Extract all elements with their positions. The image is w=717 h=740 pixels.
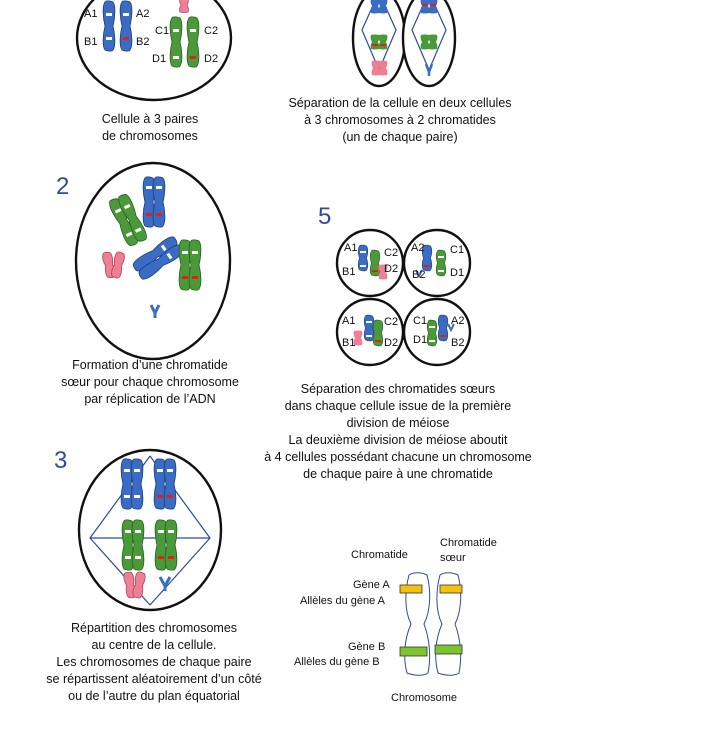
step3-blue-pair-left — [120, 458, 144, 510]
step5-cell2-label-c1: C1 — [450, 244, 464, 256]
legend-label-alleles-a: Allèles du gène A — [300, 595, 386, 607]
step3-green-pair-right — [154, 519, 178, 571]
legend-gene-a-allele-left — [399, 584, 423, 594]
chromosome-a2-blue — [119, 0, 133, 52]
step5-cell4-label-d1: D1 — [413, 334, 427, 346]
allele-label-d1: D1 — [152, 53, 166, 65]
legend-gene-a-allele-right — [439, 584, 463, 594]
legend-label-gene-a: Gène A — [353, 579, 390, 591]
step5-cell-2: A2 B2 C1 D1 — [402, 228, 472, 298]
step5-caption: Séparation des chromatides sœurs dans ch… — [264, 382, 532, 481]
legend-label-chromatide-soeur-line2: sœur — [440, 552, 466, 564]
step5-cell1-label-d2: D2 — [384, 263, 398, 275]
step5-cell4-label-c1: C1 — [413, 315, 427, 327]
step3-number: 3 — [54, 447, 68, 474]
step5-cell2-label-d1: D1 — [450, 267, 464, 279]
step2-caption: Formation d’une chromatide sœur pour cha… — [61, 358, 239, 406]
legend-label-alleles-b: Allèles du gène B — [294, 656, 380, 668]
step3-blue-pair-right — [153, 458, 177, 510]
step2-cell — [74, 161, 232, 361]
allele-label-b1: B1 — [84, 36, 97, 48]
legend-chromosome: Chromatide Chromatide sœur Gène A Allèle… — [294, 537, 497, 704]
step5-number: 5 — [318, 203, 332, 230]
step5-cell3-label-a1: A1 — [342, 315, 355, 327]
step5-cell1-label-a1: A1 — [344, 242, 357, 254]
step1-cell: A1 B1 A2 B2 C1 D1 C2 D2 — [75, 0, 233, 102]
legend-gene-b-allele-left — [399, 646, 428, 657]
allele-label-d2: D2 — [204, 53, 218, 65]
step5-cell2-label-a2: A2 — [411, 242, 424, 254]
chromosome-c1-green — [169, 16, 183, 68]
allele-label-b2: B2 — [136, 36, 149, 48]
step5-cell1-label-c2: C2 — [384, 247, 398, 259]
step5-cell-3: A1 B1 C2 D2 — [335, 297, 405, 367]
step5-cell4-label-a2: A2 — [451, 315, 464, 327]
step5-cell-1: A1 B1 C2 D2 — [335, 228, 405, 298]
step2-green-tilted — [106, 192, 150, 248]
step3-caption: Répartition des chromosomes au centre de… — [46, 621, 262, 703]
legend-label-chromatide: Chromatide — [351, 549, 408, 561]
step2-blue-tilted — [130, 234, 186, 282]
step5-cell4-label-b2: B2 — [451, 337, 464, 349]
legend-gene-b-allele-right — [434, 644, 463, 655]
step4-caption: Séparation de la cellule en deux cellule… — [288, 96, 512, 144]
allele-label-a1: A1 — [84, 8, 97, 20]
chromosome-pink-small — [179, 0, 189, 13]
allele-label-a2: A2 — [136, 8, 149, 20]
step5-cells: A1 B1 C2 D2 A2 B2 C1 D1 A1 B1 — [335, 228, 472, 367]
step5-cell-4: C1 D1 A2 B2 — [402, 297, 472, 367]
allele-label-c1: C1 — [155, 25, 169, 37]
step5-cell3-label-d2: D2 — [384, 337, 398, 349]
allele-label-c2: C2 — [204, 25, 218, 37]
step2-green-pair-right — [178, 239, 202, 291]
step5-cell2-label-b2: B2 — [412, 269, 425, 281]
legend-label-gene-b: Gène B — [348, 641, 385, 653]
chromosome-a1-blue — [102, 0, 116, 52]
step5-cell3-label-c2: C2 — [384, 316, 398, 328]
step1-caption: Cellule à 3 paires de chromosomes — [101, 112, 199, 143]
step4-cells — [351, 0, 457, 88]
step5-cell1-label-b1: B1 — [342, 266, 355, 278]
step3-cell — [77, 448, 223, 612]
step2-small-blue — [149, 304, 161, 318]
step3-green-pair-left — [121, 519, 145, 571]
step3-small-blue — [158, 576, 172, 591]
step2-number: 2 — [56, 173, 70, 200]
step5-cell3-label-b1: B1 — [342, 337, 355, 349]
chromosome-c2-green — [186, 16, 200, 68]
step4-left-chromosomes — [370, 0, 388, 76]
legend-label-chromatide-soeur-line1: Chromatide — [440, 537, 497, 549]
step2-blue-pair-top — [142, 176, 166, 228]
legend-label-chromosome: Chromosome — [391, 692, 457, 704]
step4-right-chromosomes — [420, 0, 438, 76]
